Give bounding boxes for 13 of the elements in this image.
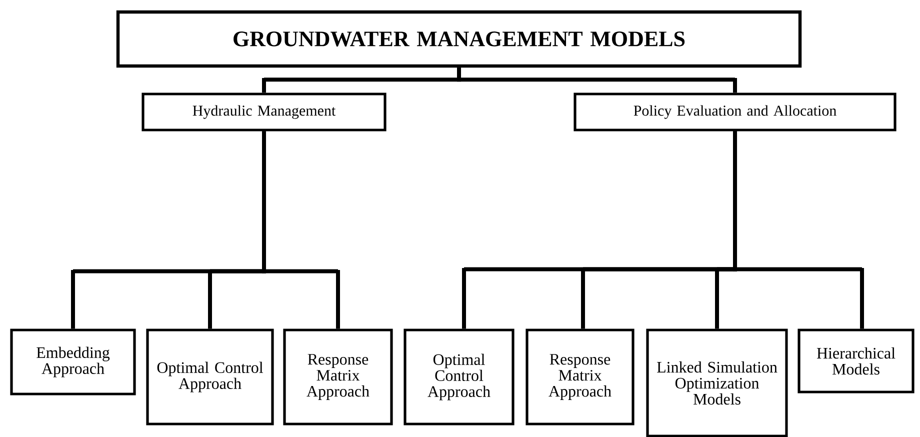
method-box: Embedding Approach — [10, 328, 136, 396]
category-box: Policy Evaluation and Allocation — [574, 92, 896, 132]
method-box: Optimal Control Approach — [146, 328, 274, 426]
method-box: Optimal Control Approach — [404, 328, 514, 426]
method-box: Hierarchical Models — [798, 328, 914, 394]
connector-line — [262, 131, 340, 329]
category-box: Hydraulic Management — [142, 92, 386, 132]
title-box: GROUNDWATER MANAGEMENT MODELS — [116, 10, 802, 68]
connector-line — [733, 131, 864, 329]
method-box: Response Matrix Approach — [526, 328, 634, 426]
connector-line — [457, 68, 737, 93]
method-box: Linked Simulation Optimization Models — [646, 328, 788, 437]
method-box: Response Matrix Approach — [283, 328, 393, 426]
